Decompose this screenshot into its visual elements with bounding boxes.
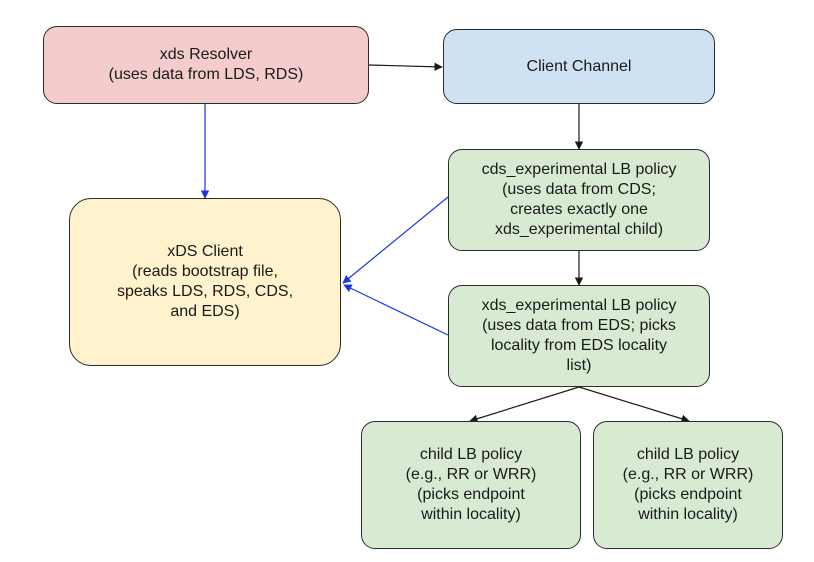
cds-experimental-policy-node: cds_experimental LB policy (uses data fr… bbox=[448, 149, 710, 251]
child-lb-policy-right-label: child LB policy (e.g., RR or WRR) (picks… bbox=[622, 446, 754, 523]
edge-cds-policy-to-xds-client bbox=[342, 196, 449, 284]
client-channel-label: Client Channel bbox=[526, 57, 632, 75]
child-lb-policy-left-node: child LB policy (e.g., RR or WRR) (picks… bbox=[361, 421, 581, 549]
cds-experimental-policy-label: cds_experimental LB policy (uses data fr… bbox=[481, 161, 677, 238]
child-lb-policy-left-label: child LB policy (e.g., RR or WRR) (picks… bbox=[405, 446, 537, 523]
edge-xds-policy-to-child-left bbox=[469, 386, 580, 423]
edge-xds-policy-to-child-right bbox=[578, 386, 690, 423]
xds-experimental-policy-node: xds_experimental LB policy (uses data fr… bbox=[448, 285, 710, 387]
edge-resolver-to-channel bbox=[368, 62, 443, 71]
child-lb-policy-right-node: child LB policy (e.g., RR or WRR) (picks… bbox=[593, 421, 783, 549]
client-channel-node: Client Channel bbox=[443, 29, 715, 104]
edge-xds-policy-to-xds-client bbox=[343, 284, 449, 336]
xds-experimental-policy-label: xds_experimental LB policy (uses data fr… bbox=[481, 297, 677, 374]
xds-resolver-label: xds Resolver (uses data from LDS, RDS) bbox=[108, 46, 304, 83]
xds-resolver-node: xds Resolver (uses data from LDS, RDS) bbox=[43, 26, 369, 104]
xds-client-label: xDS Client (reads bootstrap file, speaks… bbox=[116, 243, 294, 320]
xds-client-node: xDS Client (reads bootstrap file, speaks… bbox=[69, 198, 341, 366]
